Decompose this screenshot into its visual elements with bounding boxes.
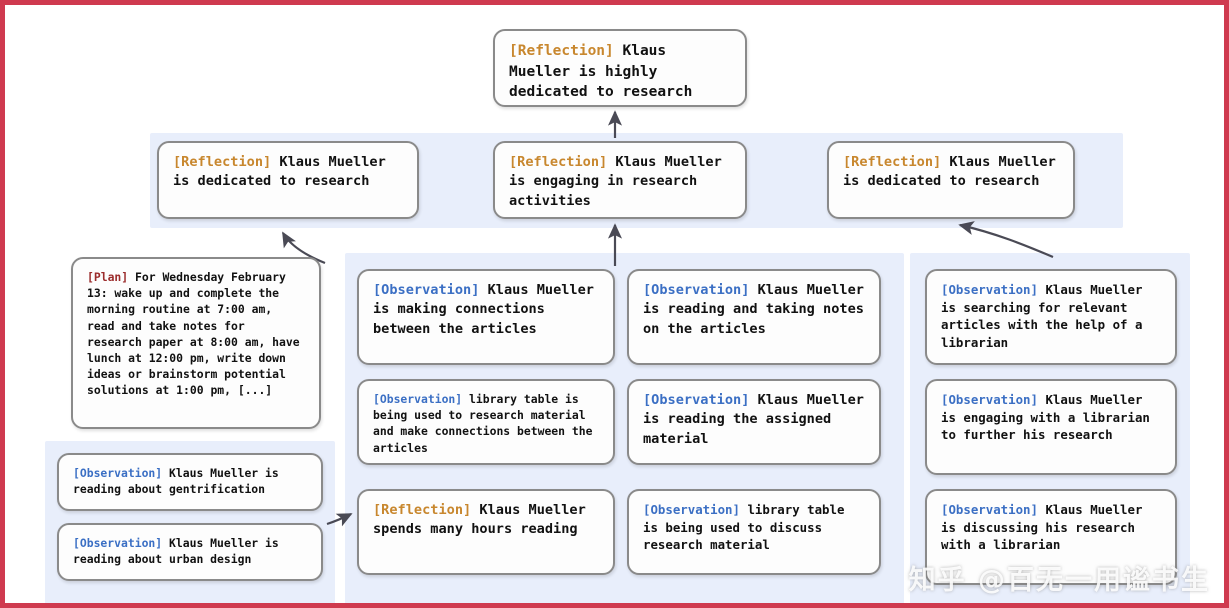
node-observation-right-2[interactable]: [Observation] Klaus Mueller is engaging … (925, 379, 1177, 475)
node-text: library table is being used to discuss r… (643, 502, 845, 553)
node-text: Klaus Mueller is searching for relevant … (941, 282, 1143, 350)
tag-observation: [Observation] (373, 282, 480, 298)
tag-reflection: [Reflection] (509, 154, 608, 170)
tag-reflection: [Reflection] (373, 502, 472, 518)
node-reflection-right[interactable]: [Reflection] Klaus Mueller is dedicated … (827, 141, 1075, 219)
node-text: For Wednesday February 13: wake up and c… (87, 270, 300, 398)
node-observation-center-3[interactable]: [Observation] library table is being use… (627, 489, 881, 575)
node-text: Klaus Mueller is discussing his research… (941, 502, 1143, 553)
tag-reflection: [Reflection] (843, 154, 942, 170)
node-observation-center-2[interactable]: [Observation] Klaus Mueller is reading t… (627, 379, 881, 465)
tag-observation: [Observation] (73, 466, 163, 480)
node-observation-mid-1[interactable]: [Observation] Klaus Mueller is making co… (357, 269, 615, 365)
node-text: Klaus Mueller is dedicated to research (843, 154, 1056, 190)
node-text: Klaus Mueller is reading and taking note… (643, 282, 864, 337)
node-observation-center-1[interactable]: [Observation] Klaus Mueller is reading a… (627, 269, 881, 365)
node-text: Klaus Mueller is engaging with a librari… (941, 392, 1150, 443)
node-observation-right-3[interactable]: [Observation] Klaus Mueller is discussin… (925, 489, 1177, 585)
node-reflection-mid[interactable]: [Reflection] Klaus Mueller is engaging i… (493, 141, 747, 219)
node-text: Klaus Mueller is reading about urban des… (73, 536, 279, 567)
tag-observation: [Observation] (941, 282, 1038, 297)
node-text: Klaus Mueller spends many hours reading (373, 502, 586, 538)
tag-observation: [Observation] (941, 392, 1038, 407)
tag-reflection: [Reflection] (173, 154, 272, 170)
node-reflection-root[interactable]: [Reflection] Klaus Mueller is highly ded… (493, 29, 747, 107)
node-text: Klaus Mueller is reading about gentrific… (73, 466, 279, 497)
node-reflection-mid-column[interactable]: [Reflection] Klaus Mueller spends many h… (357, 489, 615, 575)
node-text: Klaus Mueller is engaging in research ac… (509, 154, 722, 209)
node-text: Klaus Mueller is making connections betw… (373, 282, 594, 337)
node-text: Klaus Mueller is highly dedicated to res… (509, 43, 693, 101)
node-observation-left-2[interactable]: [Observation] Klaus Mueller is reading a… (57, 523, 323, 581)
tag-reflection: [Reflection] (509, 43, 614, 59)
tag-observation: [Observation] (643, 282, 750, 298)
tag-plan: [Plan] (87, 270, 129, 284)
tag-observation: [Observation] (643, 392, 750, 408)
node-observation-mid-2[interactable]: [Observation] library table is being use… (357, 379, 615, 465)
node-text: Klaus Mueller is dedicated to research (173, 154, 386, 190)
node-plan[interactable]: [Plan] For Wednesday February 13: wake u… (71, 257, 321, 429)
node-reflection-left[interactable]: [Reflection] Klaus Mueller is dedicated … (157, 141, 419, 219)
tag-observation: [Observation] (643, 502, 740, 517)
node-observation-right-1[interactable]: [Observation] Klaus Mueller is searching… (925, 269, 1177, 365)
tag-observation: [Observation] (373, 392, 463, 406)
node-text: Klaus Mueller is reading the assigned ma… (643, 392, 864, 447)
watermark: 知乎 @百无一用谧书生 (908, 565, 1210, 596)
tag-observation: [Observation] (73, 536, 163, 550)
node-observation-left-1[interactable]: [Observation] Klaus Mueller is reading a… (57, 453, 323, 511)
node-text: library table is being used to research … (373, 392, 593, 455)
tag-observation: [Observation] (941, 502, 1038, 517)
